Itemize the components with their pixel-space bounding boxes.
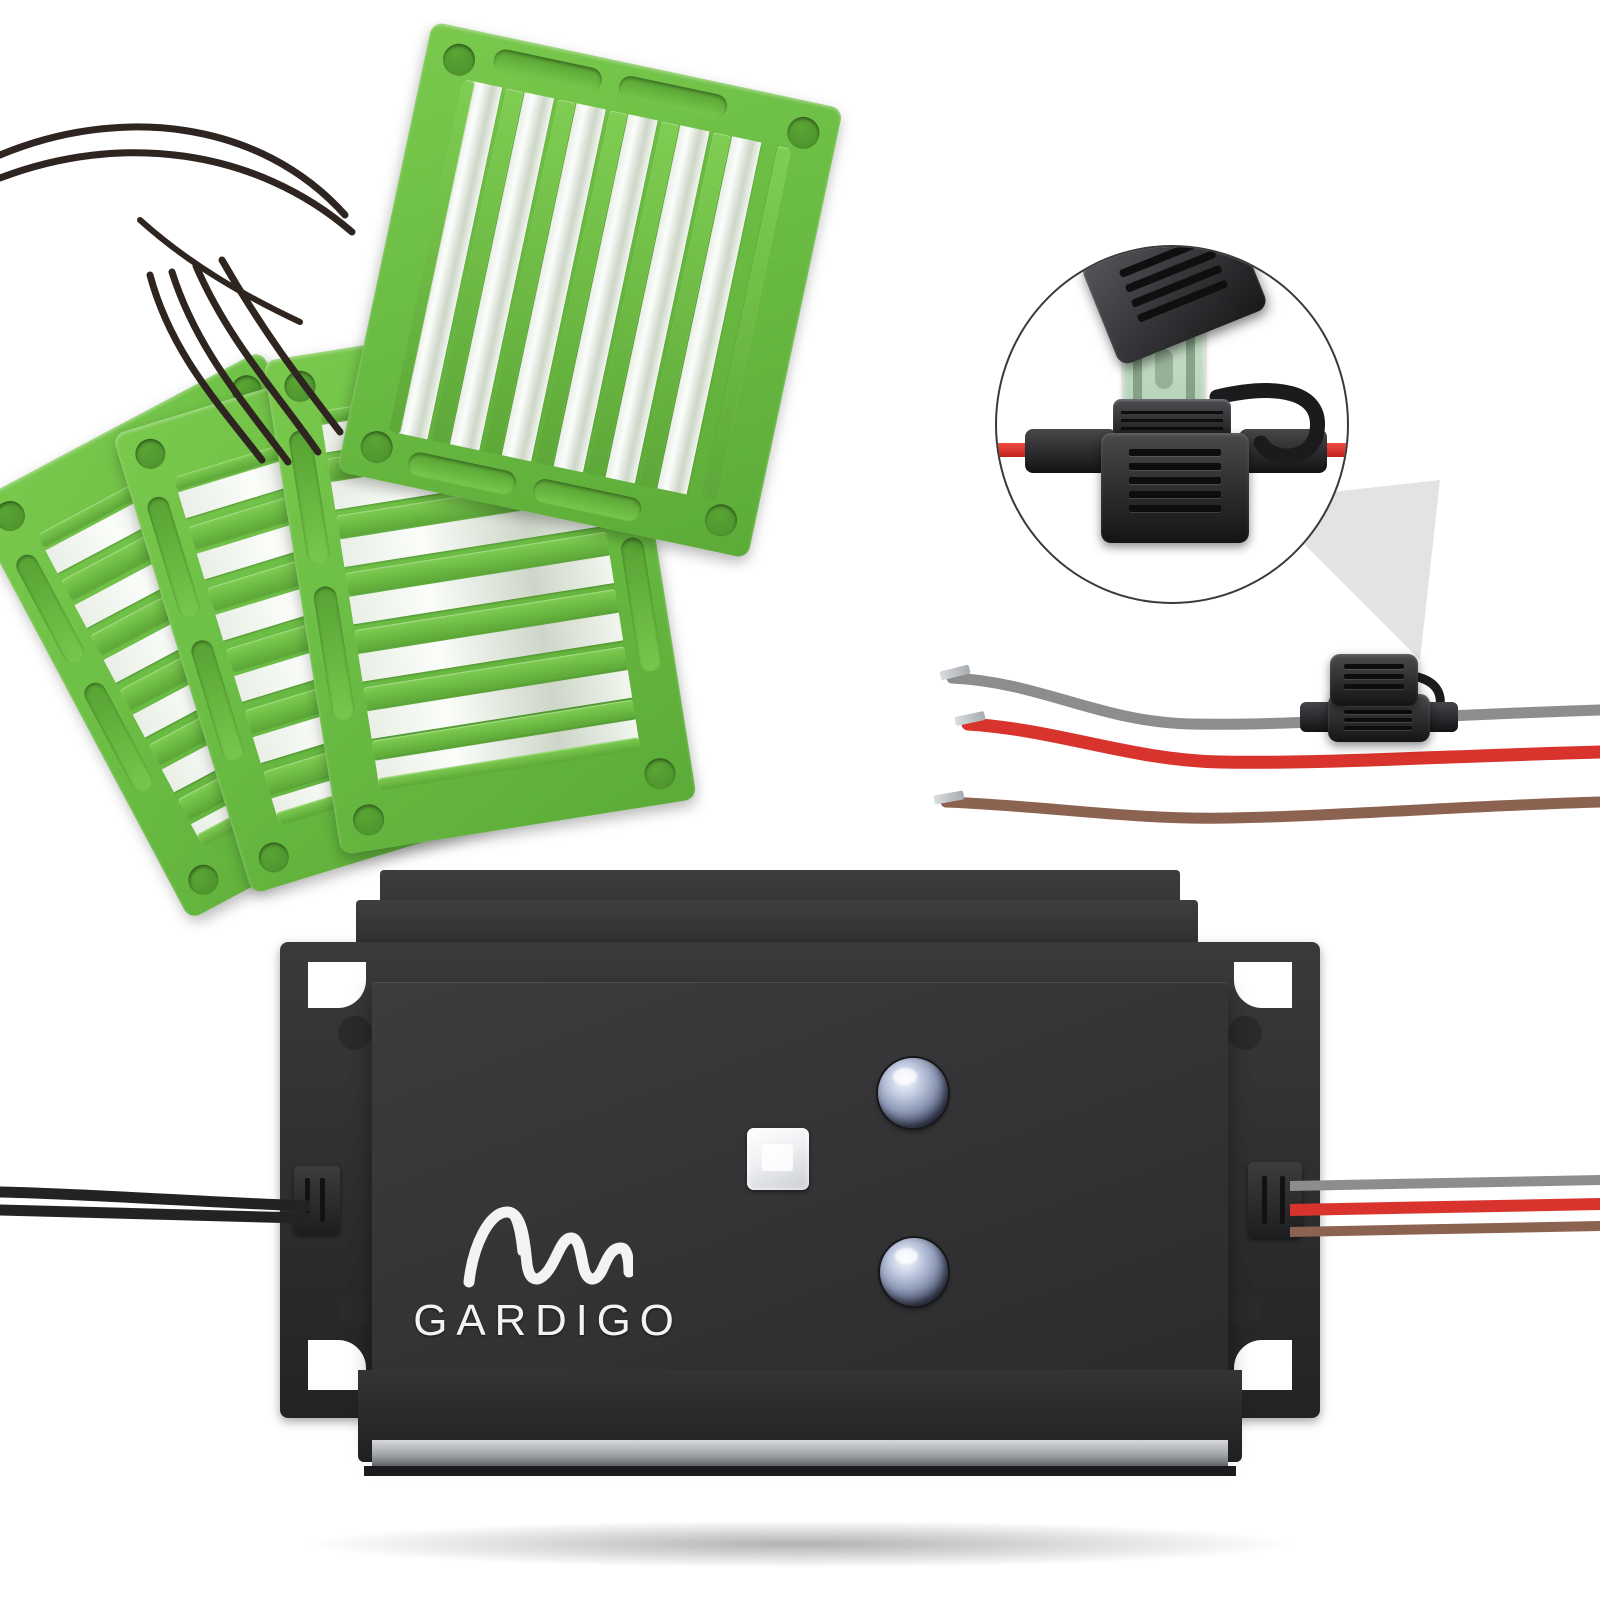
- unit-hv-cable-left: [0, 1186, 310, 1224]
- hv-leads: [0, 123, 356, 466]
- cable-gland-right: [1248, 1162, 1302, 1238]
- mount-boss-bottom-right: [1228, 1294, 1262, 1328]
- brand-wordmark: GARDIGO: [413, 1296, 683, 1345]
- brand-logo: GARDIGO: [408, 1202, 688, 1346]
- harness-fuse-cap: [1330, 654, 1418, 706]
- mount-slot-bottom-left: [308, 1340, 366, 1390]
- status-led-upper: [878, 1058, 948, 1128]
- fuse-cap-tether: [1209, 383, 1325, 464]
- control-unit: GARDIGO: [280, 870, 1320, 1570]
- mount-boss-top-right: [1228, 1016, 1262, 1050]
- mount-boss-top-left: [338, 1016, 372, 1050]
- harness-fuse-holder: [1300, 650, 1460, 770]
- wave-ribbon-mark: [463, 1206, 633, 1288]
- unit-harness-right: [1290, 1175, 1600, 1237]
- unit-base-strip: [372, 1440, 1228, 1468]
- light-sensor-window: [747, 1128, 809, 1190]
- fuse-detail-callout: [995, 245, 1349, 604]
- mount-boss-bottom-left: [338, 1294, 372, 1328]
- wire-harness: [940, 672, 1600, 824]
- fuse-holder-body: [1101, 433, 1249, 543]
- unit-drop-shadow: [300, 1520, 1300, 1568]
- mount-slot-top-left: [308, 962, 366, 1008]
- mount-slot-bottom-right: [1234, 1340, 1292, 1390]
- fuse-holder-collar: [1113, 399, 1231, 439]
- mount-slot-top-right: [1234, 962, 1292, 1008]
- unit-base-edge: [364, 1466, 1236, 1476]
- status-led-lower: [880, 1238, 948, 1306]
